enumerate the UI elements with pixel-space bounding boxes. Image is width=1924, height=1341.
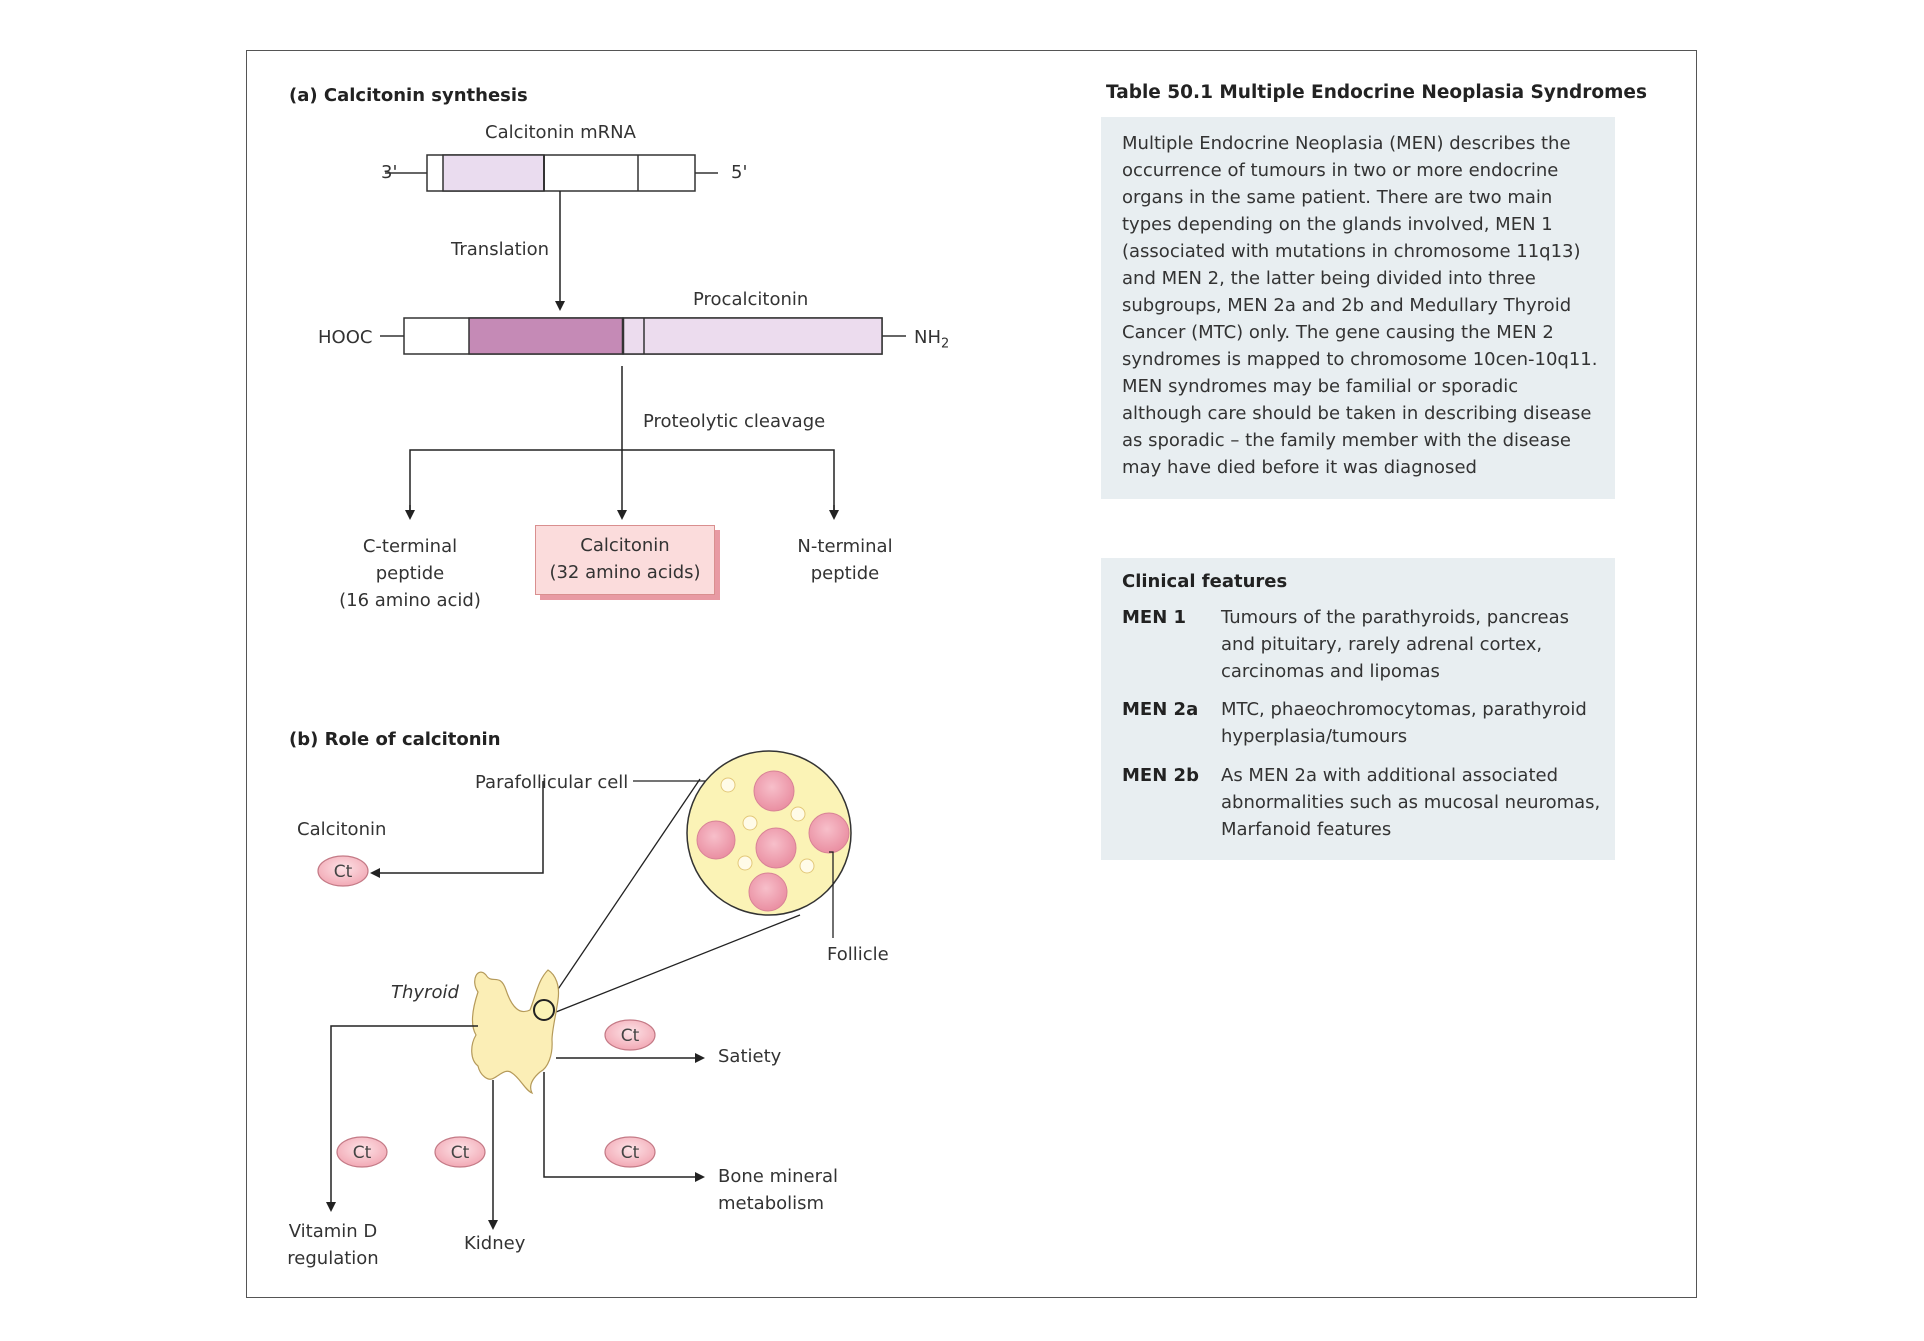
kidney-label: Kidney	[464, 1233, 526, 1254]
procalcitonin-bar	[380, 317, 906, 355]
svg-text:Ct: Ct	[334, 862, 353, 882]
men-key: MEN 2b	[1122, 765, 1199, 786]
nh2-label: NH2	[914, 327, 950, 352]
c-terminal-peptide-label: C-terminal peptide (16 amino acid)	[339, 536, 481, 611]
svg-text:Ct: Ct	[451, 1143, 470, 1163]
follicle-3	[755, 827, 797, 869]
follicle-1	[753, 770, 795, 812]
satiety-label: Satiety	[718, 1046, 782, 1067]
calcitonin-product-box: Calcitonin (32 amino acids)	[535, 525, 715, 595]
men-key: MEN 1	[1122, 607, 1187, 628]
ct-pill-calcitonin: Ct	[317, 855, 369, 887]
clinical-features-panel: Clinical features MEN 1 Tumours of the p…	[1101, 558, 1615, 860]
men-description: Tumours of the parathyroids, pancreas an…	[1221, 604, 1611, 685]
thyroid-output-arrows	[326, 1025, 705, 1230]
ct-pill-kidney: Ct	[434, 1136, 486, 1168]
zoom-line-upper	[547, 778, 701, 1005]
panel-b-title: (b) Role of calcitonin	[289, 729, 501, 750]
procalcitonin-label: Procalcitonin	[693, 289, 809, 310]
men-description-line: carcinomas and lipomas	[1221, 661, 1440, 682]
intro-line: syndromes is mapped to chromosome 10cen-…	[1122, 349, 1598, 370]
page-frame	[246, 50, 1697, 1298]
calcitonin-label: Calcitonin	[297, 819, 387, 840]
intro-line: occurrence of tumours in two or more end…	[1122, 160, 1559, 181]
follicle-label: Follicle	[827, 944, 889, 965]
intro-line: Multiple Endocrine Neoplasia (MEN) descr…	[1122, 133, 1571, 154]
clinical-row-men2a: MEN 2a MTC, phaeochromocytomas, parathyr…	[1122, 696, 1602, 750]
intro-line: types depending on the glands involved, …	[1122, 214, 1553, 235]
ct-pill-vitamin-d: Ct	[336, 1136, 388, 1168]
men-description: MTC, phaeochromocytomas, parathyroid hyp…	[1221, 696, 1611, 750]
cleavage-label: Proteolytic cleavage	[643, 411, 826, 432]
follicle-4	[808, 812, 850, 854]
parafollicular-cell-3	[790, 806, 806, 822]
three-prime-label: 3'	[381, 162, 398, 183]
intro-line: as sporadic – the family member with the…	[1122, 430, 1571, 451]
table-title: Table 50.1 Multiple Endocrine Neoplasia …	[1106, 82, 1647, 103]
procalcitonin-n-segment	[622, 317, 883, 355]
intro-line: and MEN 2, the latter being divided into…	[1122, 268, 1536, 289]
men-description-line: Marfanoid features	[1221, 819, 1392, 840]
men-key: MEN 2a	[1122, 699, 1199, 720]
procalcitonin-calcitonin-segment	[468, 317, 624, 355]
men-description-line: hyperplasia/tumours	[1221, 726, 1408, 747]
follicle-pointer-line	[829, 851, 834, 938]
translation-label: Translation	[451, 239, 550, 260]
intro-line: (associated with mutations in chromosome…	[1122, 241, 1581, 262]
calcitonin-product-label: Calcitonin (32 amino acids)	[549, 535, 701, 583]
thyroid-label: Thyroid	[391, 982, 459, 1003]
parafollicular-cell-label: Parafollicular cell	[475, 772, 629, 793]
clinical-row-men2b: MEN 2b As MEN 2a with additional associa…	[1122, 762, 1602, 843]
mrna-bar	[385, 154, 718, 192]
clinical-row-men1: MEN 1 Tumours of the parathyroids, pancr…	[1122, 604, 1602, 685]
intro-text: Multiple Endocrine Neoplasia (MEN) descr…	[1122, 130, 1602, 481]
men-description-line: and pituitary, rarely adrenal cortex,	[1221, 634, 1543, 655]
calcitonin-secretion-arrow	[370, 781, 544, 878]
intro-panel: Multiple Endocrine Neoplasia (MEN) descr…	[1101, 117, 1615, 499]
bone-mineral-label: Bone mineral metabolism	[718, 1166, 839, 1214]
intro-line: MEN syndromes may be familial or sporadi…	[1122, 376, 1519, 397]
svg-text:Ct: Ct	[621, 1026, 640, 1046]
intro-line: although care should be taken in describ…	[1122, 403, 1592, 424]
cleavage-arrows	[405, 366, 839, 520]
mrna-coding-segment	[442, 154, 545, 192]
parafollicular-cell-4	[737, 855, 753, 871]
hooc-label: HOOC	[318, 327, 373, 348]
svg-text:Ct: Ct	[353, 1143, 372, 1163]
intro-line: may have died before it was diagnosed	[1122, 457, 1477, 478]
men-description-line: Tumours of the parathyroids, pancreas	[1221, 607, 1569, 628]
vitamin-d-label: Vitamin D regulation	[287, 1221, 379, 1269]
n-terminal-peptide-label: N-terminal peptide	[797, 536, 893, 584]
parafollicular-cell-2	[742, 815, 758, 831]
magnified-tissue-circle	[686, 750, 852, 916]
zoom-line-lower	[555, 914, 801, 1013]
panel-a-title: (a) Calcitonin synthesis	[289, 85, 528, 106]
intro-line: Cancer (MTC) only. The gene causing the …	[1122, 322, 1554, 343]
men-description: As MEN 2a with additional associated abn…	[1221, 762, 1611, 843]
mrna-label: Calcitonin mRNA	[485, 122, 636, 143]
five-prime-label: 5'	[731, 162, 748, 183]
svg-text:Ct: Ct	[621, 1143, 640, 1163]
thyroid-gland	[471, 969, 560, 1095]
men-description-line: As MEN 2a with additional associated	[1221, 765, 1559, 786]
follicle-5	[748, 872, 788, 912]
ct-pill-bone: Ct	[604, 1136, 656, 1168]
men-description-line: MTC, phaeochromocytomas, parathyroid	[1221, 699, 1587, 720]
thyroid-sample-spot	[533, 999, 555, 1021]
men-description-line: abnormalities such as mucosal neuromas,	[1221, 792, 1601, 813]
intro-line: organs in the same patient. There are tw…	[1122, 187, 1553, 208]
clinical-features-title: Clinical features	[1122, 571, 1288, 592]
follicle-2	[696, 820, 736, 860]
parafollicular-cell-1	[720, 777, 736, 793]
ct-pill-satiety: Ct	[604, 1019, 656, 1051]
intro-line: subgroups, MEN 2a and 2b and Medullary T…	[1122, 295, 1572, 316]
parafollicular-cell-5	[799, 858, 815, 874]
